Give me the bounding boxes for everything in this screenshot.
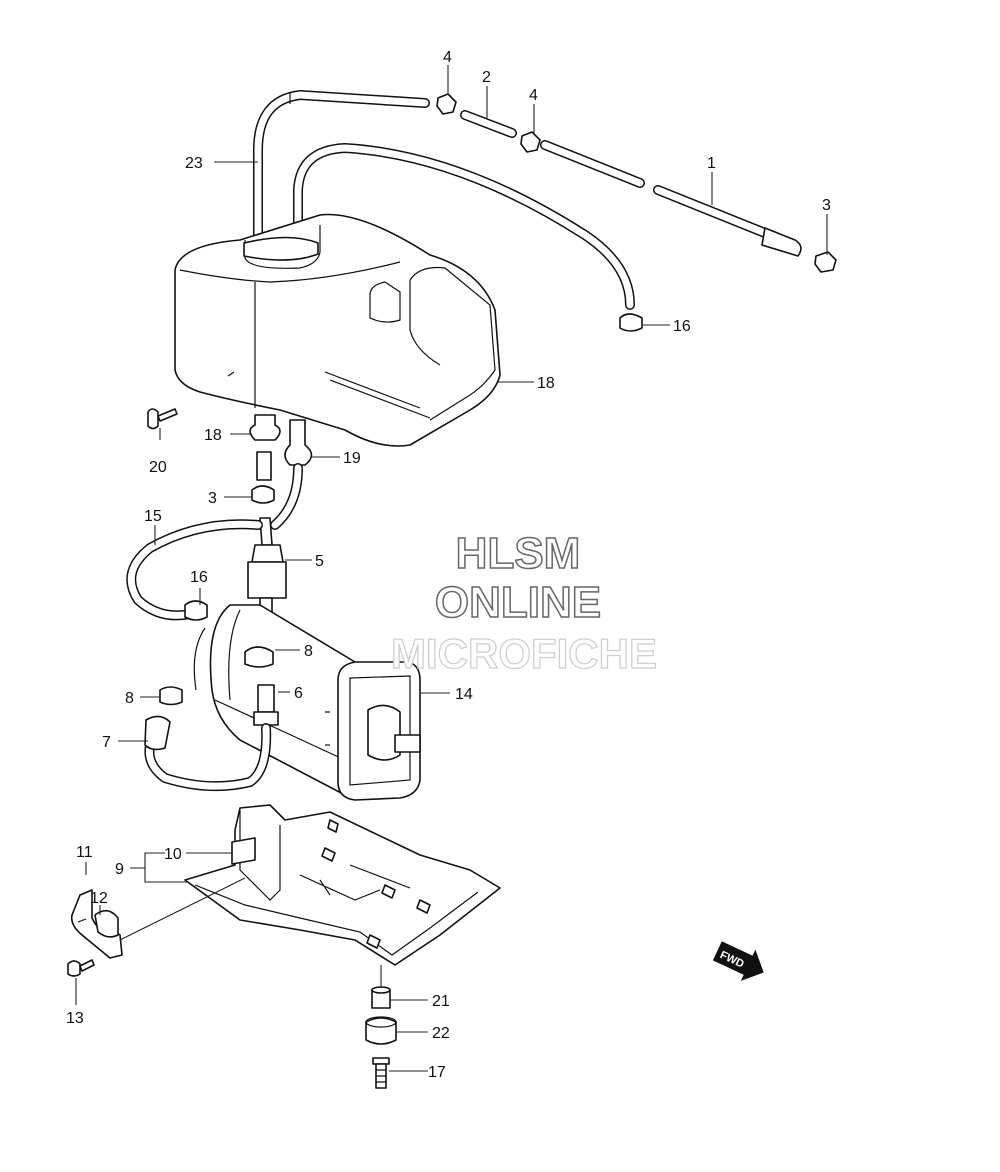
callout-18a: 18: [204, 427, 222, 444]
callout-7: 7: [102, 734, 111, 751]
watermark-line-1: HLSM: [456, 529, 581, 578]
hose-7: [144, 715, 272, 792]
callout-21: 21: [432, 993, 450, 1010]
callout-20: 17: [428, 1064, 446, 1081]
clamp-4b: [520, 131, 541, 153]
clamp-8b: [159, 686, 183, 706]
callout-13: 13: [66, 1010, 84, 1027]
callout-5: 5: [315, 553, 324, 570]
bushing-21: [371, 986, 391, 1009]
screw-19: [147, 408, 178, 430]
valve-5: [247, 517, 287, 613]
callout-numbers: 4 2 4 1 3 23 16 18 20 18 19 3 15 5 16 8 …: [66, 49, 831, 1081]
bolt-20: [372, 1057, 390, 1089]
callout-18b: 19: [343, 450, 361, 467]
callout-14: 14: [455, 686, 473, 703]
canister-14: [193, 604, 421, 801]
callout-1: 1: [707, 155, 716, 172]
clamp-4a: [436, 93, 457, 115]
callout-11: 11: [76, 844, 93, 861]
hose-1: [540, 140, 802, 257]
callout-8a: 8: [304, 643, 313, 660]
hose-from-grommet: [270, 463, 303, 530]
pipe-2: [460, 110, 517, 138]
callout-15: 15: [144, 508, 162, 525]
clamp-8a: [244, 646, 274, 668]
callout-3b: 3: [208, 490, 217, 507]
grommet-18a: [249, 414, 281, 481]
watermark: HLSM ONLINE MICROFICHE: [390, 528, 657, 677]
callout-6: 6: [294, 685, 303, 702]
callout-12: 12: [90, 890, 108, 907]
hose-23: [253, 90, 430, 250]
callout-22: 22: [432, 1025, 450, 1042]
grommet-18b: [284, 419, 313, 466]
hose-15: [126, 519, 263, 621]
bracket-9: [184, 804, 501, 966]
callout-16b: 16: [190, 569, 208, 586]
callout-4a: 4: [443, 49, 452, 66]
callout-10: 10: [164, 846, 182, 863]
grommet-22: [365, 1016, 397, 1045]
callout-23: 23: [185, 155, 203, 172]
watermark-line-3: MICROFICHE: [391, 630, 657, 677]
cover-17: [174, 213, 501, 447]
callout-19: 20: [149, 459, 167, 476]
hose-to-clamp-16: [293, 143, 635, 310]
clamp-3b: [251, 485, 275, 504]
screw-13: [67, 959, 95, 977]
callout-16a: 16: [673, 318, 691, 335]
watermark-line-2: ONLINE: [435, 578, 601, 627]
callout-17: 18: [537, 375, 555, 392]
callout-4b: 4: [529, 87, 538, 104]
fwd-arrow-icon: FWD: [712, 941, 764, 981]
callout-9: 9: [115, 861, 124, 878]
callout-3a: 3: [822, 197, 831, 214]
clamp-16b: [184, 600, 208, 621]
leader-lines: [75, 65, 828, 1072]
callout-8b: 8: [125, 690, 134, 707]
clamp-16a: [619, 313, 643, 332]
callout-2: 2: [482, 69, 491, 86]
fitting-6: [253, 684, 279, 726]
clamp-3a: [814, 251, 837, 273]
clamp-11-12: [70, 889, 123, 959]
